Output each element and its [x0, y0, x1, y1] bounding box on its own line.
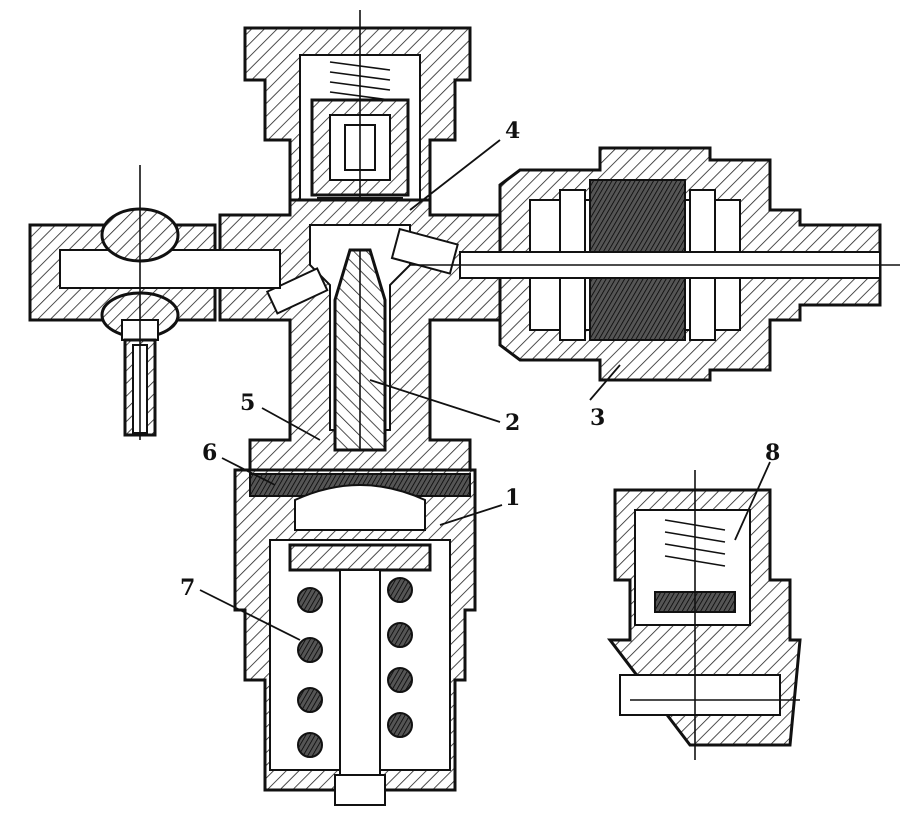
right-filter-housing: [410, 146, 900, 382]
leader-7: [199, 589, 301, 641]
leader-lines: [199, 139, 771, 641]
spring-coil-l1: [297, 587, 323, 613]
spring-coil-l3: [297, 687, 323, 713]
leader-2: [369, 379, 501, 423]
label-3: 3: [590, 405, 605, 431]
spring-cup: [288, 543, 432, 572]
spring-coil-r1: [387, 577, 413, 603]
label-7: 7: [180, 575, 195, 601]
adjusting-rod: [339, 569, 381, 801]
leader-5: [261, 407, 321, 441]
spring-coil-l2: [297, 637, 323, 663]
label-4: 4: [505, 118, 520, 144]
left-inlet-fitting: [28, 165, 281, 440]
detail-bore: [619, 674, 781, 716]
leader-8: [734, 461, 771, 541]
label-8: 8: [765, 440, 780, 466]
part-labels: 4 3 2 5 6 1 7 8: [180, 118, 780, 601]
main-spring: [297, 577, 413, 758]
detail-view-8: [606, 470, 802, 760]
label-6: 6: [202, 440, 217, 466]
diaphragm-plate: [294, 484, 426, 531]
leader-4: [409, 139, 501, 211]
spring-coil-r2: [387, 622, 413, 648]
rod-end: [334, 774, 386, 806]
leader-1: [439, 504, 503, 526]
label-5: 5: [240, 390, 255, 416]
spring-coil-r4: [387, 712, 413, 738]
label-1: 1: [505, 485, 520, 511]
leader-6: [221, 457, 276, 486]
left-passage: [265, 267, 329, 315]
label-2: 2: [505, 410, 520, 436]
central-body: [218, 198, 502, 472]
leader-3: [589, 364, 621, 401]
left-inlet-bore: [59, 249, 281, 289]
lower-spring-housing: [233, 468, 477, 806]
spring-coil-l4: [297, 732, 323, 758]
spring-coil-r3: [387, 667, 413, 693]
